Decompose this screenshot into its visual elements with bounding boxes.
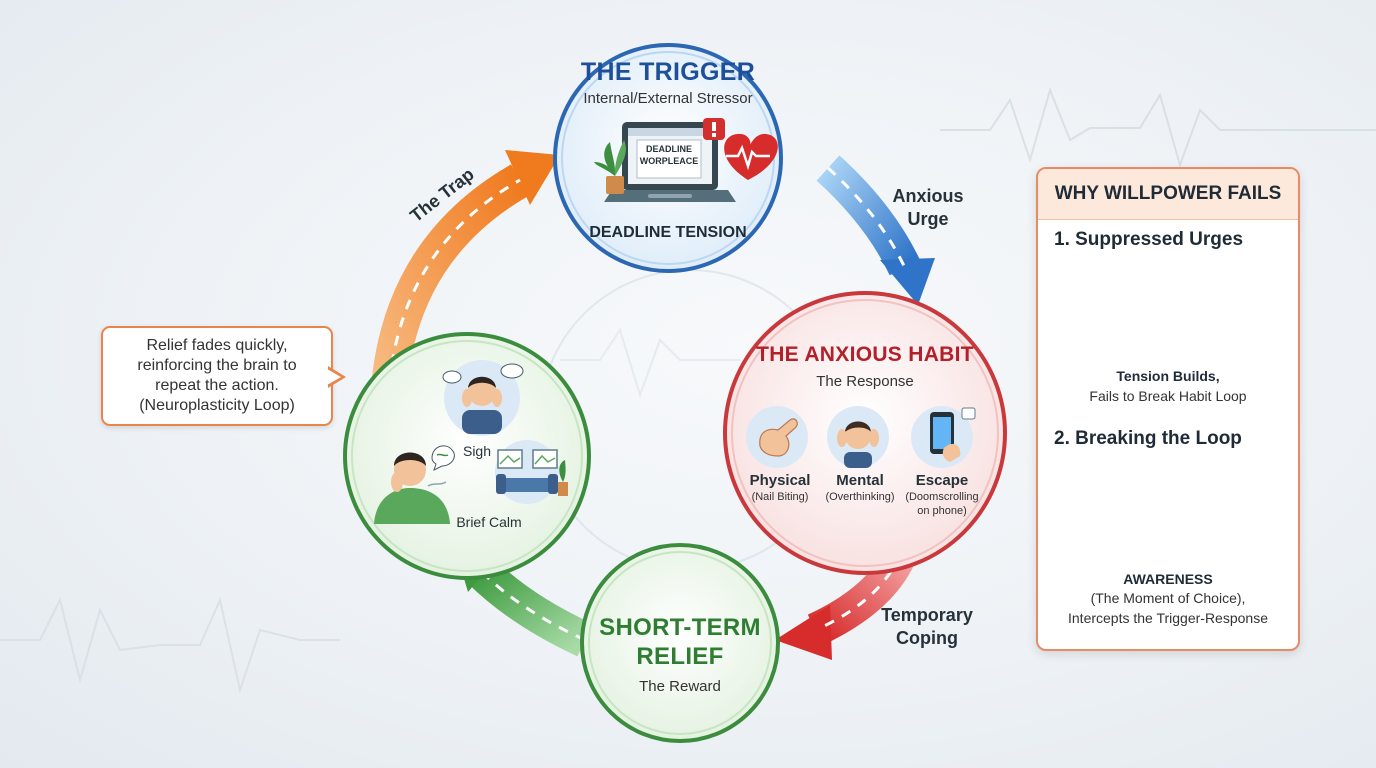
relief-subtitle: The Reward xyxy=(639,678,721,695)
habit-physical-detail: (Nail Biting) xyxy=(751,491,809,503)
trigger-title: THE TRIGGER xyxy=(580,58,756,86)
callout-line1: Relief fades quickly, xyxy=(146,337,288,354)
habit-mental-detail: (Overthinking) xyxy=(825,491,895,503)
trigger-node xyxy=(553,43,783,273)
ecg-line-bottom xyxy=(0,596,340,694)
panel-section2-heading: 2. Breaking the Loop xyxy=(1054,428,1242,449)
panel-section2-caption-line2: (The Moment of Choice), xyxy=(1090,590,1246,606)
panel-section1-heading: 1. Suppressed Urges xyxy=(1054,229,1244,250)
neuroplasticity-callout: Relief fades quickly, reinforcing the br… xyxy=(101,326,333,426)
habit-physical-label: Physical xyxy=(749,472,811,489)
ecg-line-top xyxy=(940,86,1376,169)
trigger-screen-line1: DEADLINE xyxy=(645,144,692,154)
trigger-screen-line2: WORPLEACE xyxy=(639,156,699,166)
urge-label-line1: Anxious xyxy=(892,186,964,206)
phone-icon xyxy=(911,406,976,468)
urge-label-line2: Urge xyxy=(907,209,949,229)
urge-arrow xyxy=(816,155,935,305)
habit-escape-detail-line2: on phone) xyxy=(917,505,967,517)
relief-title-line1: SHORT-TERM xyxy=(599,614,761,641)
hand-icon xyxy=(746,406,808,468)
plant-icon xyxy=(594,140,626,194)
stressed-person-icon xyxy=(442,360,524,436)
coping-label-line1: Temporary xyxy=(881,605,973,625)
coping-label-line2: Coping xyxy=(896,628,958,648)
trigger-caption: DEADLINE TENSION xyxy=(589,224,747,241)
callout-line2: reinforcing the brain to xyxy=(137,357,297,374)
trigger-subtitle: Internal/External Stressor xyxy=(583,90,753,107)
habit-title: THE ANXIOUS HABIT xyxy=(756,343,974,366)
relief-node xyxy=(580,543,780,743)
panel-section1-caption-bold: Tension Builds, xyxy=(1116,368,1220,384)
calm-node xyxy=(343,332,591,580)
calm-brief-calm-label: Brief Calm xyxy=(456,514,522,530)
habit-escape-label: Escape xyxy=(915,472,969,489)
panel-section2-caption-line3: Intercepts the Trigger-Response xyxy=(1068,610,1268,626)
habit-node xyxy=(723,291,1007,575)
panel-section2-caption-bold: AWARENESS xyxy=(1123,571,1213,587)
ecg-line-mid xyxy=(560,327,740,399)
willpower-panel: WHY WILLPOWER FAILS 1. Suppressed Urges … xyxy=(1036,167,1300,651)
panel-header: WHY WILLPOWER FAILS xyxy=(1038,169,1298,220)
sofa-icon xyxy=(495,440,568,504)
callout-line4: (Neuroplasticity Loop) xyxy=(139,397,295,414)
alert-icon xyxy=(703,118,725,140)
habit-mental-label: Mental xyxy=(836,472,884,489)
relief-title-line2: RELIEF xyxy=(636,643,724,670)
callout-line3: repeat the action. xyxy=(155,377,279,394)
callout-tail-fill xyxy=(327,369,341,385)
calm-sigh-label: Sigh xyxy=(462,443,492,459)
heart-pulse-icon xyxy=(724,133,778,180)
habit-subtitle: The Response xyxy=(816,373,914,390)
panel-section1-caption: Fails to Break Habit Loop xyxy=(1089,388,1247,404)
person-sigh-icon xyxy=(374,445,455,524)
habit-escape-detail-line1: (Doomscrolling xyxy=(905,491,979,503)
laptop-icon xyxy=(604,122,736,202)
head-hands-icon xyxy=(827,406,889,468)
